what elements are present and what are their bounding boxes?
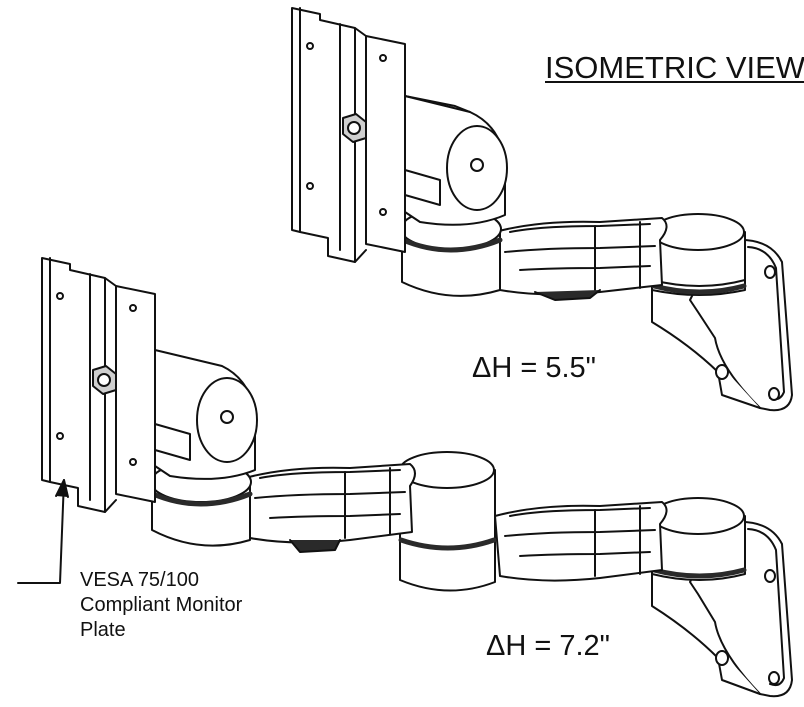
tilt-head-lower [150,349,258,547]
far-pivot [651,213,747,296]
middle-pivot [398,451,497,592]
delta-height-label-upper: ΔH = 5.5" [472,352,596,384]
lower-arm-assembly [41,257,793,698]
vesa-plate-lower [41,257,156,513]
tilt-head-upper [400,95,508,297]
far-pivot [651,497,747,581]
drawing-title: ISOMETRIC VIEW [545,50,804,85]
upper-arm-assembly [291,7,793,412]
callout-line: Compliant Monitor [80,594,243,616]
callout-line: VESA 75/100 [80,569,199,591]
callout-line: Plate [80,619,126,641]
callout-leader [17,479,69,584]
arm-link-inner [244,463,416,553]
vesa-plate-upper [291,7,406,263]
vesa-plate-callout: VESA 75/100 Compliant Monitor Plate [80,568,320,643]
delta-height-label-lower: ΔH = 7.2" [486,630,610,662]
arm-link-outer [494,501,668,582]
arm-link-upper [494,217,668,301]
